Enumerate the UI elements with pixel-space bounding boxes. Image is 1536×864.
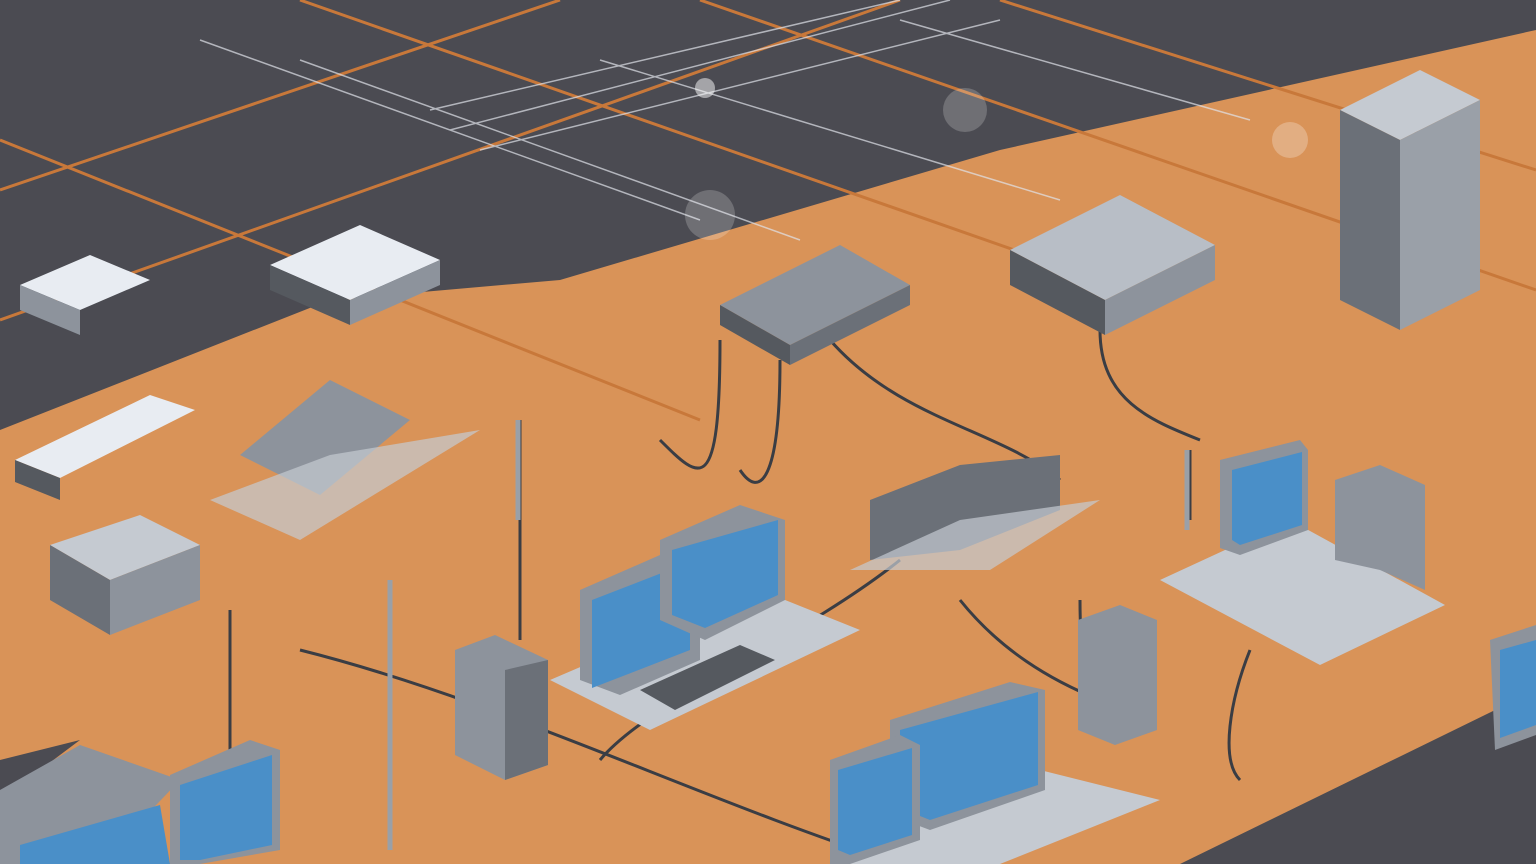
computer-icon	[0, 740, 280, 864]
dark-floor-corner	[1180, 690, 1536, 864]
server-device	[1010, 195, 1215, 335]
glow-highlights	[685, 78, 1308, 240]
switch-device	[720, 245, 910, 365]
printer-device	[50, 380, 480, 635]
server-rack	[850, 455, 1100, 570]
building-device	[15, 255, 195, 500]
computer-icon	[830, 682, 1160, 864]
server-tower	[1340, 70, 1480, 330]
computer-icon	[1490, 625, 1536, 750]
antenna-pole	[387, 420, 1190, 850]
pc-tower	[455, 605, 1157, 780]
computer-icon	[1160, 440, 1445, 665]
router-device	[270, 225, 440, 325]
light-traces	[199, 0, 1251, 241]
computer-icon	[550, 505, 860, 730]
